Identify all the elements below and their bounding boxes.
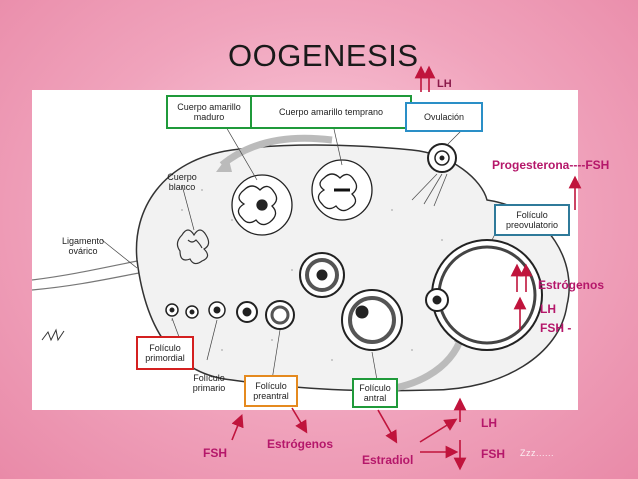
label-text: Folículo preovulatorio	[505, 210, 559, 230]
corpus-albicans	[176, 229, 210, 265]
annotation-fsh-bottom-right: FSH	[481, 447, 505, 461]
released-oocyte	[411, 143, 457, 207]
annotation-fsh-bottom-left: FSH	[203, 446, 227, 460]
label-ovulacion: Ovulación	[405, 102, 483, 132]
label-text: Cuerpo amarillo temprano	[278, 107, 384, 117]
label-cuerpo-blanco: Cuerpo blanco	[167, 172, 197, 192]
label-text: Folículo preantral	[253, 381, 289, 401]
label-text: Folículo primordial	[145, 343, 185, 363]
label-text: Cuerpo amarillo maduro	[177, 102, 241, 122]
arrow-estrogenos-bottom	[291, 407, 308, 434]
annotation-lh-bottom: LH	[481, 416, 497, 430]
annotation-lh-right: LH	[540, 302, 556, 316]
ovary-diagram: Cuerpo amarillo maduro Cuerpo amarillo t…	[32, 90, 578, 410]
label-foliculo-antral: Folículo antral	[352, 378, 398, 408]
label-cuerpo-amarillo-maduro: Cuerpo amarillo maduro	[166, 95, 252, 129]
label-foliculo-preantral: Folículo preantral	[244, 375, 298, 407]
watermark: Zzz......	[520, 448, 555, 458]
mature-corpus-luteum	[231, 174, 293, 236]
arrow-fsh-bottom-left	[231, 414, 244, 441]
artist-signature	[41, 328, 65, 342]
annotation-estrogenos-right: Estrógenos	[538, 278, 605, 292]
label-ligamento-ovarico: Ligamento ovárico	[61, 236, 105, 256]
early-corpus-luteum	[311, 159, 373, 221]
ovary-drawing	[32, 119, 570, 394]
preantral-follicle	[299, 252, 345, 298]
slide-title: OOGENESIS	[228, 38, 419, 73]
arrow-estradiol	[377, 409, 398, 444]
annotation-estradiol: Estradiol	[362, 453, 414, 467]
label-foliculo-primario: Folículo primario	[192, 373, 226, 393]
annotation-progesterona-fsh: Progesterona----FSH	[492, 158, 610, 172]
arrow-estradiol-lh	[419, 418, 458, 443]
annotation-lh-top: LH	[437, 78, 452, 90]
label-text: Folículo antral	[359, 383, 391, 403]
label-foliculo-preovulatorio: Folículo preovulatorio	[494, 204, 570, 236]
annotation-fsh-right: FSH -	[540, 321, 572, 335]
label-cuerpo-amarillo-temprano: Cuerpo amarillo temprano	[252, 95, 412, 129]
primordial-follicles	[165, 303, 199, 319]
label-text: Ovulación	[423, 112, 465, 122]
annotation-estrogenos-bottom: Estrógenos	[267, 437, 334, 451]
label-foliculo-primordial: Folículo primordial	[136, 336, 194, 370]
antral-follicle	[341, 289, 403, 351]
primary-follicles	[208, 300, 295, 330]
